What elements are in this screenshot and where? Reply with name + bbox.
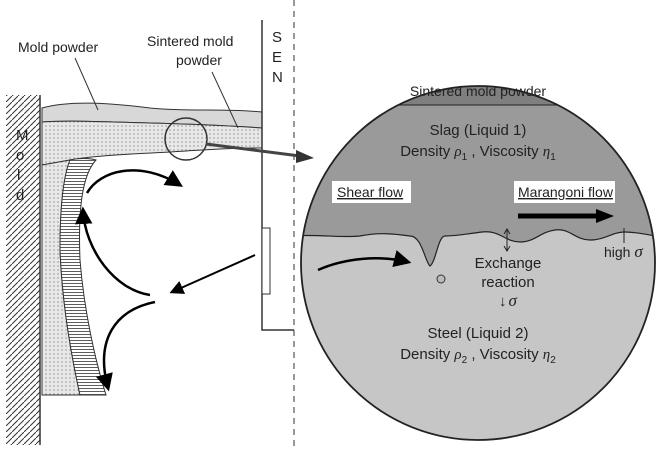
slag-properties: Density ρ1 , Viscosity η1 [400,143,556,163]
slag-density-label: Density [400,143,454,160]
steel-density-symbol: ρ [453,347,461,363]
sintered-powder-layer [41,120,263,166]
inclusion-particle [436,274,446,284]
zoom-circle-outline [300,85,656,441]
mold-letter-o: o [16,147,24,164]
interface-arrow-up [503,228,511,235]
exchange-down-arrow: ↓ [499,293,507,310]
mold-letter-l: l [17,167,20,184]
high-sigma-symbol: σ [634,242,643,261]
zoom-sintered-label: Sintered mold powder [410,83,547,99]
steel-visc-symbol: η [543,347,550,363]
slag-sep: , Viscosity [467,143,543,160]
sintered-label-line1: Sintered mold [147,33,233,49]
sintered-label-line2: powder [176,52,222,68]
solidified-shell [59,158,107,396]
sen-letter-n: N [272,69,283,86]
mold-powder-label: Mold powder [18,39,98,55]
slag-region [301,86,655,267]
shear-flow-text: Shear flow [337,184,404,200]
steel-sep: , Viscosity [467,346,543,363]
mold-wall [6,95,40,445]
sen-letter-s: S [272,29,282,46]
steel-density-sub: 2 [462,355,468,366]
shear-flow-arrow [317,250,412,272]
slag-density-symbol: ρ [453,144,461,160]
interface-arrow-down [503,245,511,252]
sintered-leader [211,71,239,129]
mold-letter-d: d [16,187,24,204]
high-sigma-label: high σ [604,242,643,261]
steel-properties: Density ρ2 , Viscosity η2 [400,346,556,366]
mold-powder-leader [74,57,99,111]
marangoni-flow-text: Marangoni flow [518,184,614,200]
exchange-line2: reaction [481,274,534,291]
marangoni-flow-box [514,181,615,203]
sen-port [261,227,271,295]
high-label: high [604,244,634,260]
steel-density-label: Density [400,346,454,363]
exchange-sigma: ↓σ [499,291,518,310]
mold-letter-m: M [16,127,29,144]
magnifier-circle [164,117,208,161]
magnifier-leader [205,142,301,158]
mold-label: M o l d [16,127,29,204]
steel-visc-sub: 2 [550,355,556,366]
jet-arrow [169,254,256,294]
shear-flow-box [332,181,411,203]
flow-arrow-upper-right [85,169,183,194]
exchange-line1: Exchange [475,255,542,272]
sen-wall [261,20,294,331]
steel-title: Steel (Liquid 2) [428,325,529,342]
sen-letter-e: E [272,49,282,66]
slag-visc-symbol: η [543,144,550,160]
slag-visc-sub: 1 [550,152,556,163]
marangoni-arrow-head [596,209,614,223]
flow-arrow-down [95,300,156,392]
slag-title: Slag (Liquid 1) [430,122,527,139]
magnifier-leader-head [296,150,314,163]
exchange-sigma-symbol: σ [509,291,518,310]
sen-label: S E N [272,29,283,86]
flow-arrow-up-left [74,206,151,297]
slag-density-sub: 1 [462,152,468,163]
